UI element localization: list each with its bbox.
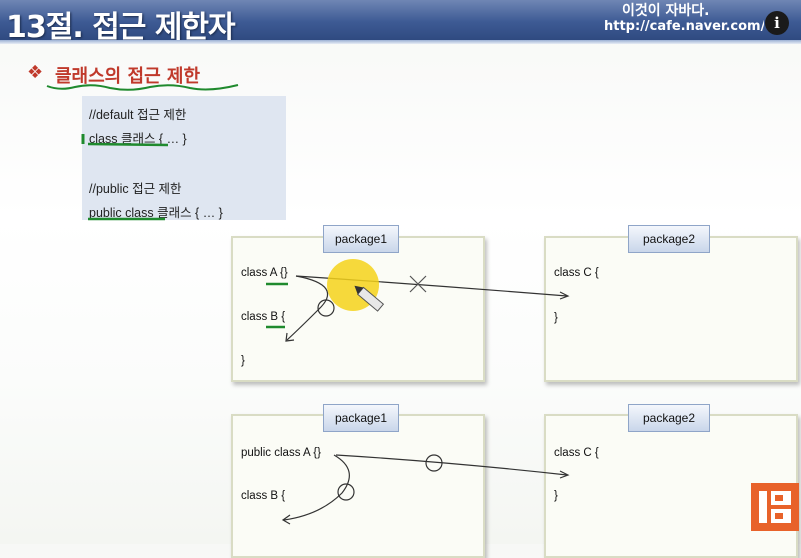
code-line-public-class: public class 클래스 { … } xyxy=(89,206,223,220)
cafe-url: http://cafe.naver.com/thisisjava xyxy=(604,19,764,34)
circle-mark-bottom-right xyxy=(425,454,443,472)
title-bar: 13절. 접근 제한자 이것이 자바다. http://cafe.naver.c… xyxy=(0,0,801,45)
section-heading: 클래스의 접근 제한 xyxy=(55,66,201,87)
package2-label-top: package2 xyxy=(628,225,710,253)
arrow-a-to-b-top xyxy=(286,275,329,341)
class-b-bottom: class B { xyxy=(241,490,286,502)
class-c-close-bottom: } xyxy=(554,490,558,502)
arrow-head-c-top xyxy=(559,291,570,300)
class-a-top: class A {} xyxy=(241,267,288,279)
class-a-bottom: public class A {} xyxy=(241,447,321,459)
class-b-close-top: } xyxy=(241,355,245,367)
circle-mark-bottom-left xyxy=(337,483,355,501)
arrow-head-b-top xyxy=(285,332,295,342)
class-default-underline xyxy=(87,142,169,147)
arrow-head-b-bottom xyxy=(281,514,291,525)
class-b-top: class B { xyxy=(241,311,286,323)
annotation-overlay xyxy=(46,84,570,525)
channel-logo-icon[interactable] xyxy=(751,483,799,531)
code-line-default-class: class 클래스 { … } xyxy=(89,132,187,146)
package2-label-bottom: package2 xyxy=(628,404,710,432)
arrow-a-to-c-bottom xyxy=(335,454,568,476)
code-example-box xyxy=(82,96,286,220)
package2-box-top xyxy=(544,236,798,382)
package1-label-bottom: package1 xyxy=(323,404,399,432)
info-icon[interactable]: i xyxy=(765,11,789,35)
brand-text: 이것이 자바다. xyxy=(622,3,710,19)
code-line-public-comment: //public 접근 제한 xyxy=(89,182,182,196)
package1-label-top: package1 xyxy=(323,225,399,253)
arrow-a-to-b-bottom xyxy=(283,454,350,521)
bullet-icon: ❖ xyxy=(27,62,44,83)
code-line-default-comment: //default 접근 제한 xyxy=(89,108,187,122)
arrow-head-c-bottom xyxy=(559,470,570,479)
x-mark xyxy=(409,275,427,293)
pencil-cursor-icon xyxy=(354,285,385,312)
class-c-close-top: } xyxy=(554,312,558,324)
heading-underline xyxy=(46,84,239,91)
circle-mark-top xyxy=(317,299,335,317)
class-c-bottom: class C { xyxy=(554,447,599,459)
class-c-top: class C { xyxy=(554,267,599,279)
